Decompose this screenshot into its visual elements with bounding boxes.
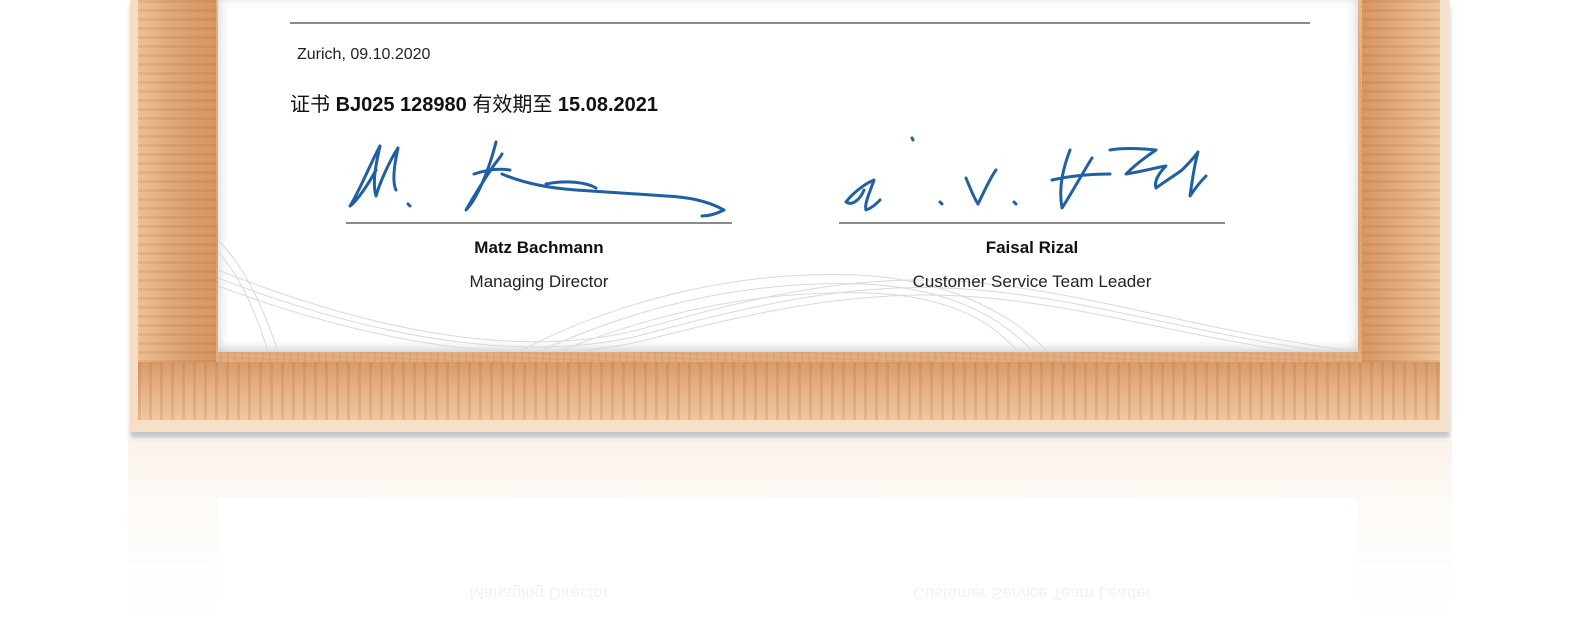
reflection-paper (218, 498, 1358, 630)
signer-role-left: Managing Director (469, 272, 609, 291)
certificate-paper: Zurich, 09.10.2020 证书 BJ025 128980 有效期至 … (218, 0, 1358, 352)
signer-name-left: Matz Bachmann (474, 238, 604, 257)
frame-reflection: Managing Director Customer Service Team … (128, 440, 1452, 630)
signer-name-right: Faisal Rizal (985, 238, 1079, 257)
frame-left-rail (138, 0, 216, 420)
signer-role-right: Customer Service Team Leader (912, 272, 1152, 291)
signature-matz-bachmann (348, 140, 726, 218)
valid-until-label: 有效期至 (472, 92, 553, 116)
reflection-role-right: Customer Service Team Leader (912, 584, 1152, 603)
frame-bottom-rail (138, 362, 1440, 420)
guilloche-wave-pattern (218, 239, 1358, 352)
signature-line-right (839, 222, 1225, 224)
certificate-number: BJ025 128980 (335, 94, 467, 116)
top-divider (290, 22, 1310, 24)
place-date: Zurich, 09.10.2020 (297, 46, 431, 63)
signature-faisal-rizal (844, 136, 1208, 212)
valid-until-date: 15.08.2021 (557, 94, 659, 116)
reflection-frame (128, 440, 1452, 630)
reflection-role-left: Managing Director (469, 584, 609, 603)
signature-line-left (346, 222, 732, 224)
certificate-validity-line: 证书 BJ025 128980 有效期至 15.08.2021 (290, 88, 658, 117)
certificate-prefix: 证书 (290, 92, 330, 116)
frame-right-rail (1362, 0, 1440, 420)
